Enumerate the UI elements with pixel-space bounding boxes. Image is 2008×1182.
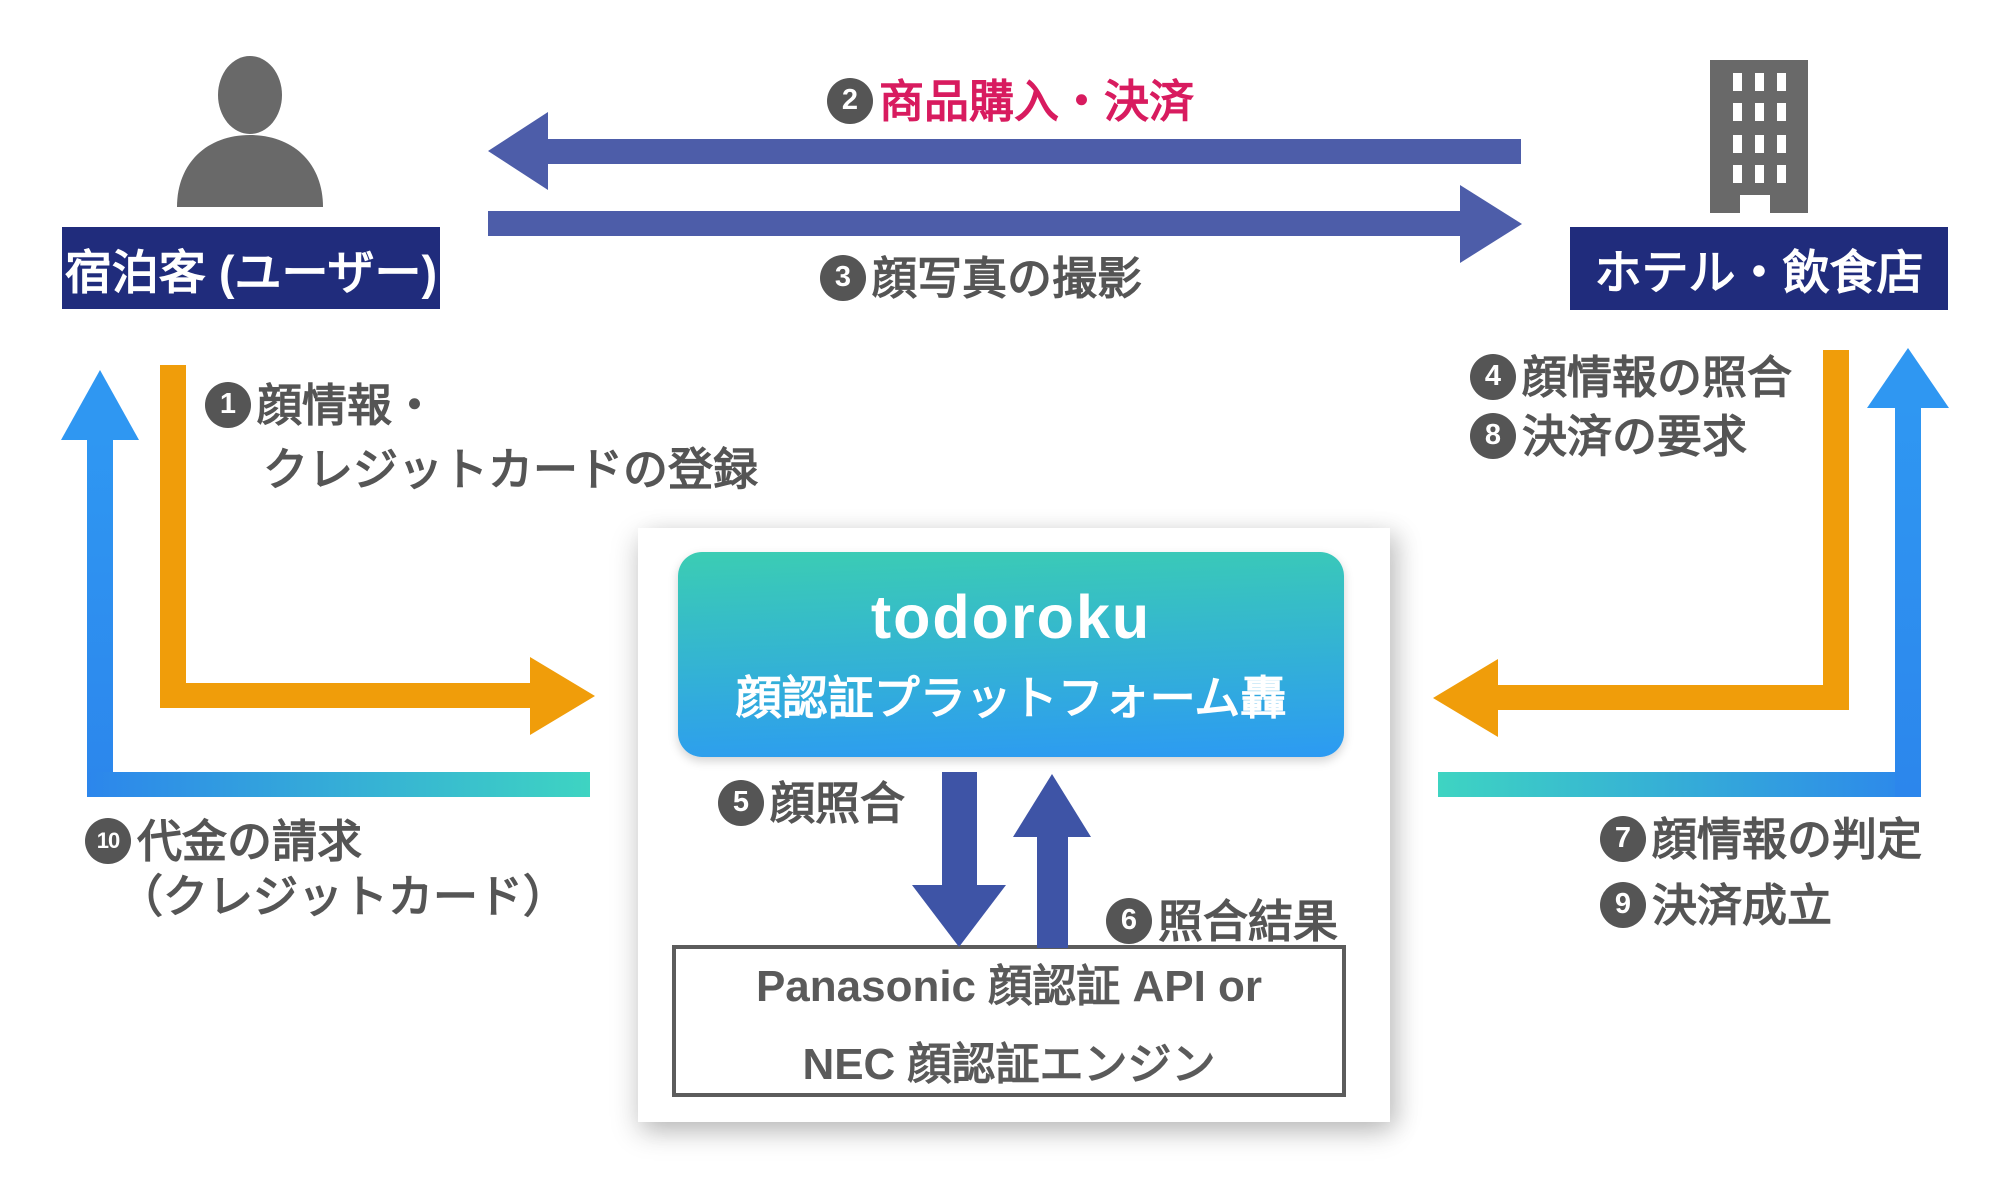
platform-title: todoroku xyxy=(870,582,1152,651)
flow-8-label: 8 決済の要求 xyxy=(1470,412,1747,459)
flow-10-label: 10 代金の請求 xyxy=(85,817,362,864)
flow-1-label: 1 顔情報・ xyxy=(205,381,437,428)
user-label-text: 宿泊客 (ユーザー) xyxy=(64,245,438,299)
step-10-badge: 10 xyxy=(85,817,131,864)
arrow-match-request-vbar xyxy=(1823,350,1849,710)
flow-7-label: 7 顔情報の判定 xyxy=(1600,815,1922,862)
arrow-photo-head-right xyxy=(1460,185,1522,263)
user-label: 宿泊客 (ユーザー) xyxy=(62,227,440,309)
step-2-badge: 2 xyxy=(827,77,873,124)
step-6-badge: 6 xyxy=(1106,897,1152,944)
hotel-label-text: ホテル・飲食店 xyxy=(1594,246,1924,299)
user-icon xyxy=(177,56,323,207)
arrow-purchase-head-left xyxy=(488,112,548,190)
step-5-badge: 5 xyxy=(718,779,764,826)
arrow-register-head-right xyxy=(530,657,595,735)
arrow-register-hbar xyxy=(160,683,530,708)
arrow-match-result-head-up xyxy=(1013,774,1091,837)
hotel-building-icon xyxy=(1710,60,1808,213)
step-4-badge: 4 xyxy=(1470,353,1516,400)
todoroku-platform-box: todoroku 顔認証プラットフォーム轟 xyxy=(678,552,1344,757)
hotel-label: ホテル・飲食店 xyxy=(1570,227,1948,310)
flow-3-label: 3 顔写真の撮影 xyxy=(820,254,1142,301)
arrow-result-hotel-stem xyxy=(1895,406,1921,797)
flow-2-label: 2 商品購入・決済 xyxy=(827,77,1194,124)
arrow-match-request-hbar xyxy=(1498,685,1849,710)
step-3-badge: 3 xyxy=(820,254,866,301)
arrow-purchase-stem xyxy=(546,139,1521,164)
arrow-result-hotel-head-up xyxy=(1867,348,1949,408)
step-1-badge: 1 xyxy=(205,381,251,428)
engine-line-2: NEC 顔認証エンジン xyxy=(802,1040,1216,1089)
step-8-badge: 8 xyxy=(1470,412,1516,459)
platform-subtitle: 顔認証プラットフォーム轟 xyxy=(735,671,1287,724)
step-9-badge: 9 xyxy=(1600,881,1646,928)
arrow-billing-user-stem xyxy=(87,438,113,797)
arrow-register-vbar xyxy=(160,365,186,708)
flow-4-label: 4 顔情報の照合 xyxy=(1470,353,1792,400)
step-7-badge: 7 xyxy=(1600,815,1646,862)
flow-10-label-line2: （クレジットカード） xyxy=(118,871,569,922)
flow-6-label: 6 照合結果 xyxy=(1106,897,1338,944)
arrow-match-result-stem xyxy=(1037,835,1068,948)
flow-9-label: 9 決済成立 xyxy=(1600,881,1832,928)
flow-1-label-line2: クレジットカードの登録 xyxy=(263,444,759,495)
arrow-billing-user-bar xyxy=(87,772,590,797)
engine-line-1: Panasonic 顔認証 API or xyxy=(755,962,1263,1011)
flow-5-label: 5 顔照合 xyxy=(718,779,905,826)
arrow-photo-stem xyxy=(488,211,1462,236)
arrow-face-match-head-down xyxy=(912,885,1006,947)
arrow-face-match-stem xyxy=(942,772,977,887)
arrow-result-hotel-bar xyxy=(1438,772,1921,797)
arrow-match-request-head-left xyxy=(1433,659,1498,737)
face-engine-box: Panasonic 顔認証 API or NEC 顔認証エンジン xyxy=(672,945,1346,1097)
arrow-billing-user-head-up xyxy=(61,370,139,440)
